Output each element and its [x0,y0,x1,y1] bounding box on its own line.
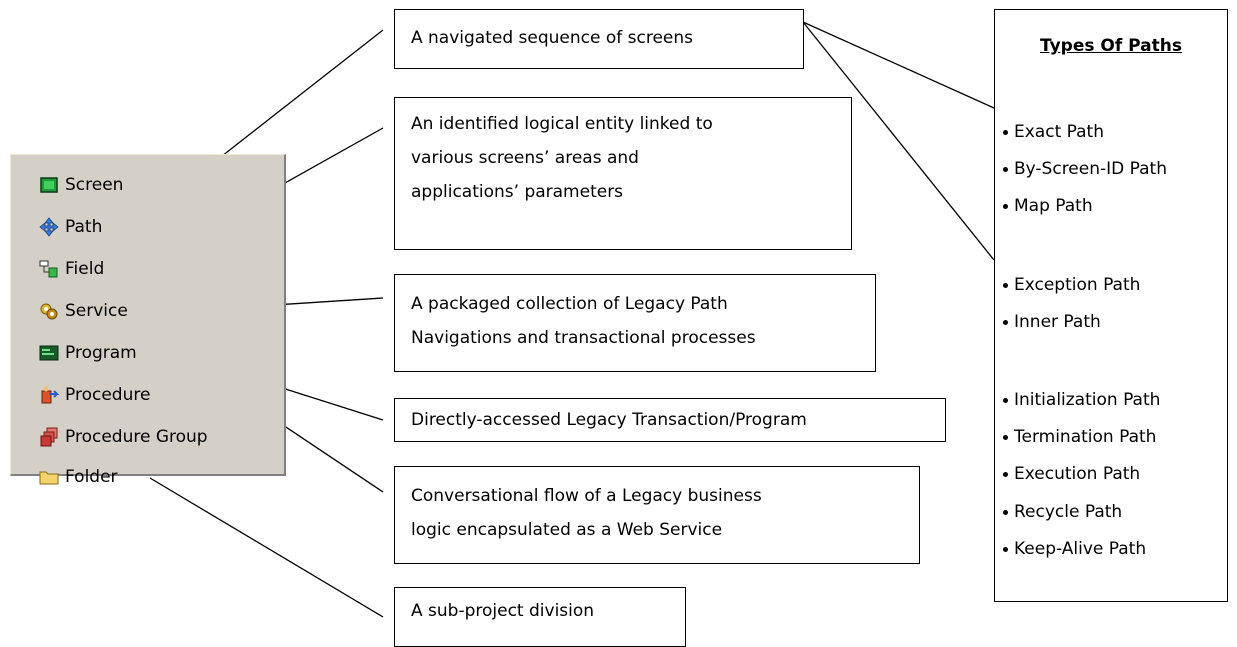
connector-folder [149,477,384,618]
path-type-item: Exact Path [1003,122,1104,142]
callout-text: applications’ parameters [411,182,624,202]
callout-text: logic encapsulated as a Web Service [411,520,723,540]
tree-item-folder[interactable]: Folder [39,465,118,489]
path-type-item: Termination Path [1003,427,1156,447]
bullet-icon [1003,434,1008,440]
path-type-label: Exception Path [1014,275,1141,295]
types-title: Types Of Paths [1040,36,1182,56]
bullet-icon [1003,471,1008,477]
path-type-item: Keep-Alive Path [1003,539,1146,559]
tree-item-label: Path [65,217,103,237]
path-type-label: Recycle Path [1014,502,1123,522]
tree-item-path[interactable]: Path [39,215,102,239]
callout-text: Navigations and transactional processes [411,328,756,348]
procedure-icon [39,385,60,405]
tree-item-label: Service [65,301,128,321]
field-icon [39,259,59,279]
callout-text: Directly-accessed Legacy Transaction/Pro… [411,410,807,430]
bullet-icon [1003,319,1008,325]
project-tree-panel: Screen Path Field Service Program Proced… [10,154,286,487]
tree-item-procedure-group[interactable]: Procedure Group [39,425,208,449]
bullet-icon [1003,203,1008,209]
path-type-item: Execution Path [1003,464,1140,484]
bullet-icon [1003,509,1008,515]
path-type-label: Initialization Path [1014,390,1161,410]
procedure-group-icon [39,427,59,447]
tree-item-label: Procedure [65,385,151,405]
screen-icon [39,175,59,195]
bullet-icon [1003,397,1008,403]
callout-folder: A sub-project division [394,587,686,647]
tree-item-label: Field [65,259,105,279]
callout-field: An identified logical entity linked to v… [394,97,852,250]
folder-icon [39,467,59,487]
bracket-lower [802,21,995,261]
tree-item-service[interactable]: Service [39,299,128,323]
path-type-label: Map Path [1014,196,1093,216]
callout-text: A sub-project division [411,601,595,621]
callout-text: A packaged collection of Legacy Path [411,294,728,314]
path-type-label: Exact Path [1014,122,1104,142]
tree-item-label: Folder [65,467,118,487]
path-type-item: Initialization Path [1003,390,1160,410]
tree-item-field[interactable]: Field [39,257,104,281]
tree-item-label: Procedure Group [65,427,208,447]
path-type-label: Inner Path [1014,312,1101,332]
path-type-label: By-Screen-ID Path [1014,159,1167,179]
path-type-label: Termination Path [1014,427,1157,447]
path-type-item: Recycle Path [1003,502,1122,522]
bracket-upper [802,21,995,109]
callout-service: A packaged collection of Legacy Path Nav… [394,274,876,372]
path-type-label: Keep-Alive Path [1014,539,1147,559]
callout-procedure: Conversational flow of a Legacy business… [394,466,920,564]
bullet-icon [1003,546,1008,552]
path-icon [39,217,59,237]
path-type-item: Map Path [1003,196,1093,216]
callout-text: various screens’ areas and [411,148,639,168]
callout-text: A navigated sequence of screens [411,28,694,48]
program-icon [39,343,59,363]
callout-path: A navigated sequence of screens [394,9,804,69]
bullet-icon [1003,282,1008,288]
callout-text: An identified logical entity linked to [411,114,713,134]
tree-item-program[interactable]: Program [39,341,137,365]
path-type-item: Exception Path [1003,275,1140,295]
types-of-paths-box: Types Of Paths Exact Path By-Screen-ID P… [994,9,1228,602]
callout-program: Directly-accessed Legacy Transaction/Pro… [394,398,946,442]
tree-item-screen[interactable]: Screen [39,173,123,197]
path-type-item: Inner Path [1003,312,1101,332]
tree-item-procedure[interactable]: Procedure [39,383,150,407]
tree-item-label: Screen [65,175,124,195]
tree-item-label: Program [65,343,137,363]
path-type-label: Execution Path [1014,464,1141,484]
path-type-item: By-Screen-ID Path [1003,159,1167,179]
bullet-icon [1003,129,1008,135]
bullet-icon [1003,166,1008,172]
callout-text: Conversational flow of a Legacy business [411,486,762,506]
service-icon [39,301,59,321]
